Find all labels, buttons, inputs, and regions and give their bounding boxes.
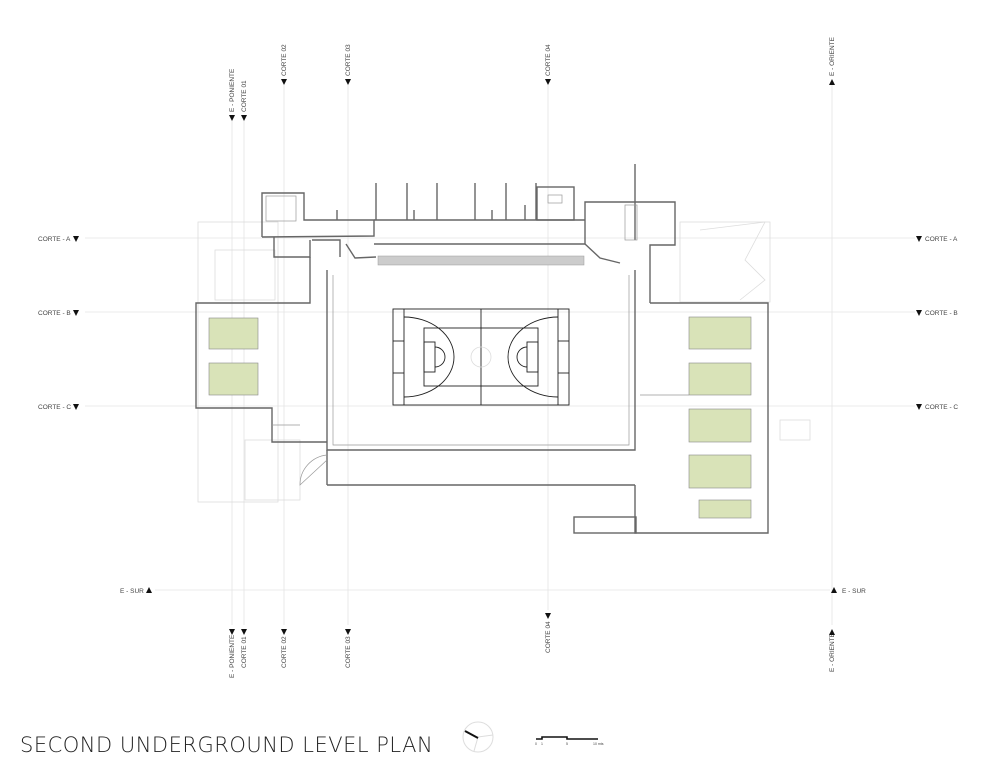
green-room	[688, 454, 752, 489]
section-labels-top: E - PONIENTE CORTE 01 CORTE 02 CORTE 03 …	[229, 36, 836, 121]
section-label: CORTE 04	[545, 44, 552, 76]
section-label: CORTE 02	[281, 44, 288, 76]
roof-fins	[336, 183, 537, 220]
section-label: CORTE - C	[38, 404, 71, 411]
section-labels-sides: CORTE - A CORTE - B CORTE - C E - SUR CO…	[38, 236, 958, 595]
section-label: CORTE 02	[281, 636, 288, 668]
section-label: CORTE 03	[345, 636, 352, 668]
section-label: CORTE - A	[38, 236, 71, 243]
section-label: E - ORIENTE	[829, 36, 836, 76]
green-room	[688, 316, 752, 350]
green-room	[698, 499, 752, 519]
plan-title: SECOND UNDERGROUND LEVEL PLAN	[20, 733, 434, 757]
north-block	[261, 164, 676, 303]
green-room	[688, 408, 752, 443]
stands	[377, 255, 585, 266]
section-label: CORTE 01	[241, 636, 248, 668]
green-room	[208, 362, 259, 396]
section-label: E - PONIENTE	[229, 68, 236, 112]
triangle-marker-icon	[229, 613, 835, 635]
scale-tick-label: 5	[566, 742, 568, 746]
scale-tick-label: 10 mts	[593, 742, 604, 746]
section-label: CORTE - C	[925, 404, 958, 411]
scale-bar: 0 1 5 10 mts	[535, 736, 604, 746]
gym-hall	[299, 270, 636, 486]
east-wing	[573, 302, 769, 534]
section-label: E - SUR	[120, 588, 144, 595]
section-label: CORTE 04	[545, 621, 552, 653]
section-label: CORTE 03	[345, 44, 352, 76]
scale-tick-label: 1	[541, 742, 543, 746]
north-arrow-icon	[462, 721, 494, 753]
basketball-court	[392, 308, 570, 406]
green-room	[208, 317, 259, 350]
green-room	[688, 362, 752, 396]
triangle-marker-icon	[229, 79, 835, 121]
section-label: CORTE - B	[38, 310, 71, 317]
section-label: E - PONIENTE	[229, 634, 236, 678]
scale-tick-label: 0	[535, 742, 537, 746]
section-label: CORTE - A	[925, 236, 958, 243]
section-axes	[85, 85, 915, 625]
section-label: E - SUR	[842, 588, 866, 595]
section-label: CORTE - B	[925, 310, 958, 317]
triangle-marker-icon	[73, 236, 922, 593]
section-label: CORTE 01	[241, 80, 248, 112]
section-labels-bottom: E - PONIENTE CORTE 01 CORTE 02 CORTE 03 …	[229, 613, 836, 678]
section-label: E - ORIENTE	[829, 632, 836, 672]
west-wing	[195, 257, 327, 443]
